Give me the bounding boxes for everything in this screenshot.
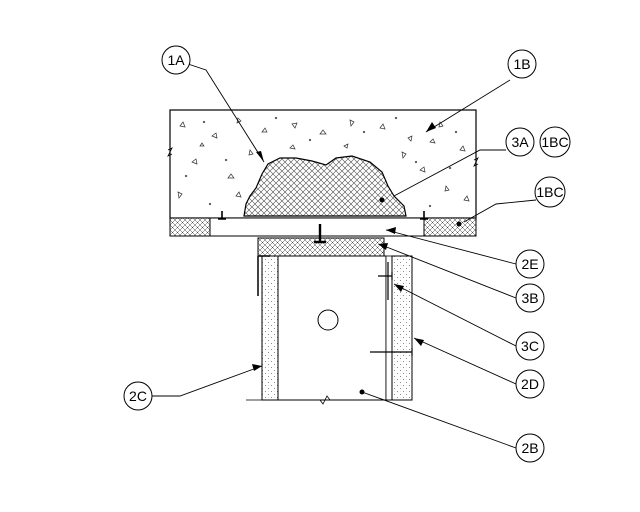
- screw-marks: [370, 262, 413, 356]
- callout-2C: 2C: [123, 381, 153, 411]
- callout-1A-label: 1A: [167, 52, 185, 68]
- callout-3C-label: 3C: [521, 338, 539, 354]
- callout-2B-label: 2B: [521, 440, 538, 456]
- callout-1B-label: 1B: [513, 56, 530, 72]
- callout-1BC-label: 1BC: [536, 184, 563, 200]
- callout-1B: 1B: [507, 49, 537, 79]
- callout-3B-label: 3B: [521, 290, 538, 306]
- callout-2B: 2B: [515, 433, 545, 463]
- wall-assembly: [246, 255, 413, 405]
- callout-3A-label: 3A: [511, 134, 529, 150]
- callout-2C-label: 2C: [129, 388, 147, 404]
- slab-edge-band: [169, 217, 477, 237]
- callout-3A: 3A: [505, 127, 535, 157]
- callout-3B: 3B: [515, 283, 545, 313]
- callout-2E-label: 2E: [521, 256, 538, 272]
- callout-2D-label: 2D: [521, 376, 539, 392]
- stud-knockout-hole: [317, 309, 339, 331]
- fastener-marks: [218, 211, 428, 220]
- callout-2E: 2E: [515, 249, 545, 279]
- callout-3C: 3C: [515, 331, 545, 361]
- top-track-cap: [257, 224, 385, 257]
- leader-arrowheads: [252, 122, 462, 395]
- callout-1A: 1A: [161, 45, 191, 75]
- callout-1BC-top-label: 1BC: [541, 134, 568, 150]
- leader-lines: [152, 63, 537, 449]
- concrete-aggregate-marks: [177, 116, 470, 208]
- callout-2D: 2D: [515, 369, 545, 399]
- callout-1BC-top: 1BC: [539, 126, 571, 158]
- callout-1BC: 1BC: [534, 176, 566, 208]
